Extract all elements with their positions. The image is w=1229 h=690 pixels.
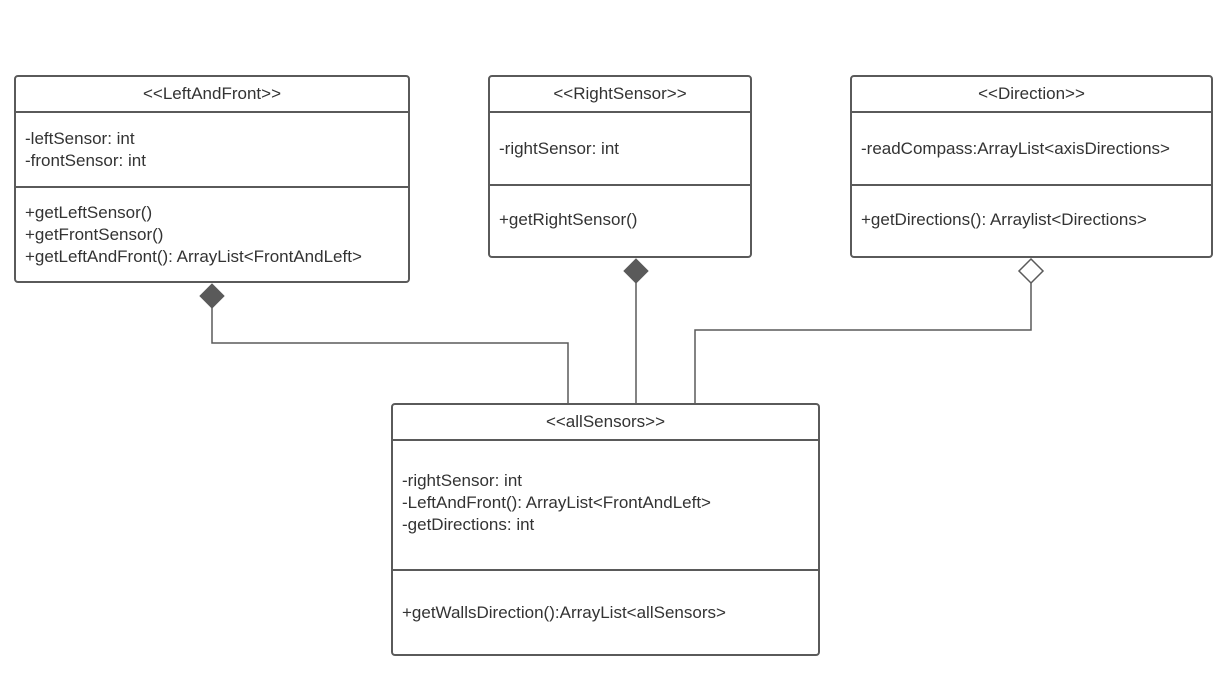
class-left-and-front[interactable]: <<LeftAndFront>> -leftSensor: int -front… [14, 75, 410, 283]
class-name: <<allSensors>> [393, 405, 818, 441]
hollow-diamond-icon [1017, 257, 1045, 285]
methods-section: +getWallsDirection():ArrayList<allSensor… [393, 571, 818, 654]
attributes-section: -leftSensor: int -frontSensor: int [16, 113, 408, 188]
filled-diamond-icon [199, 283, 225, 309]
class-name: <<RightSensor>> [490, 77, 750, 113]
attribute: -getDirections: int [402, 515, 535, 534]
attribute: -readCompass:ArrayList<axisDirections> [861, 138, 1170, 158]
class-all-sensors[interactable]: <<allSensors>> -rightSensor: int -LeftAn… [391, 403, 820, 656]
method: +getLeftSensor() [25, 202, 153, 222]
methods-section: +getRightSensor() [490, 186, 750, 254]
aggregation-connector-direction[interactable] [694, 257, 1045, 404]
attribute: -rightSensor: int [402, 471, 522, 490]
method: +getWallsDirection():ArrayList<allSensor… [402, 602, 726, 622]
class-direction[interactable]: <<Direction>> -readCompass:ArrayList<axi… [850, 75, 1213, 258]
methods-section: +getLeftSensor() +getFrontSensor() +getL… [16, 188, 408, 281]
connector-line [694, 283, 1032, 404]
class-name: <<LeftAndFront>> [16, 77, 408, 113]
methods-section: +getDirections(): Arraylist<Directions> [852, 186, 1211, 254]
attributes-section: -rightSensor: int [490, 113, 750, 186]
composition-connector-right-sensor[interactable] [623, 258, 649, 404]
method: +getLeftAndFront(): ArrayList<FrontAndLe… [25, 246, 362, 266]
attribute: -frontSensor: int [25, 150, 146, 170]
attributes-section: -readCompass:ArrayList<axisDirections> [852, 113, 1211, 186]
connector-line [211, 308, 569, 404]
composition-connector-left-and-front[interactable] [199, 283, 569, 404]
method: +getDirections(): Arraylist<Directions> [861, 210, 1147, 229]
method: +getFrontSensor() [25, 224, 164, 244]
class-right-sensor[interactable]: <<RightSensor>> -rightSensor: int +getRi… [488, 75, 752, 258]
attributes-section: -rightSensor: int -LeftAndFront(): Array… [393, 441, 818, 571]
method: +getRightSensor() [499, 210, 638, 229]
attribute: -rightSensor: int [499, 138, 619, 158]
attribute: -leftSensor: int [25, 128, 135, 148]
class-name: <<Direction>> [852, 77, 1211, 113]
attribute: -LeftAndFront(): ArrayList<FrontAndLeft> [402, 493, 711, 512]
filled-diamond-icon [623, 258, 649, 284]
